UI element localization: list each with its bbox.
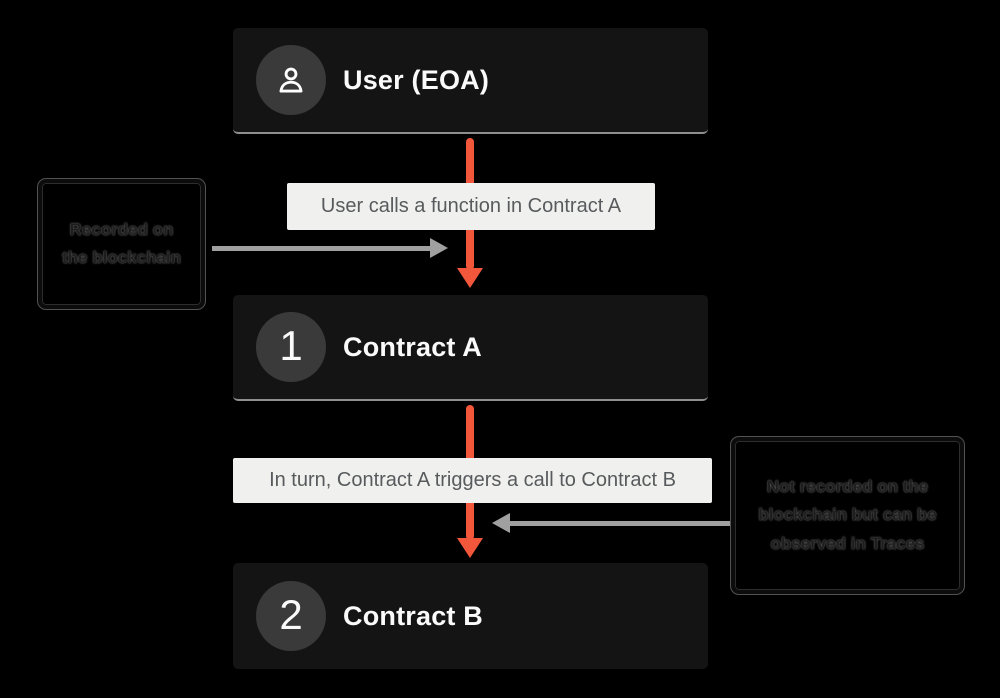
node-title: Contract B [343, 600, 484, 631]
note-pointer-line [212, 246, 432, 251]
step-number: 1 [279, 322, 303, 369]
node-contract-b: 2 Contract B [233, 563, 708, 669]
node-user-eoa: User (EOA) [233, 28, 708, 134]
step-number: 2 [279, 591, 303, 638]
note-recorded-on-blockchain: Recorded on the blockchain [38, 179, 205, 309]
edge-label-user-call: User calls a function in Contract A [287, 183, 655, 230]
note-pointer-line [510, 521, 730, 526]
note-text: Not recorded on the blockchain but can b… [758, 477, 937, 553]
step-2-badge: 2 [256, 581, 326, 651]
step-1-badge: 1 [256, 312, 326, 382]
node-title: Contract A [343, 331, 483, 362]
note-observed-in-traces: Not recorded on the blockchain but can b… [731, 437, 964, 594]
down-arrow-icon [457, 268, 483, 288]
down-arrow-icon [457, 538, 483, 558]
edge-label-internal-call: In turn, Contract A triggers a call to C… [233, 458, 712, 503]
user-avatar [256, 45, 326, 115]
user-icon [279, 67, 303, 93]
node-title: User (EOA) [343, 64, 490, 95]
left-arrow-icon [492, 513, 510, 533]
node-contract-a: 1 Contract A [233, 295, 708, 401]
edge-label-text: User calls a function in Contract A [320, 195, 622, 217]
note-text: Recorded on the blockchain [61, 219, 182, 267]
right-arrow-icon [430, 238, 448, 258]
edge-label-text: In turn, Contract A triggers a call to C… [269, 469, 676, 491]
